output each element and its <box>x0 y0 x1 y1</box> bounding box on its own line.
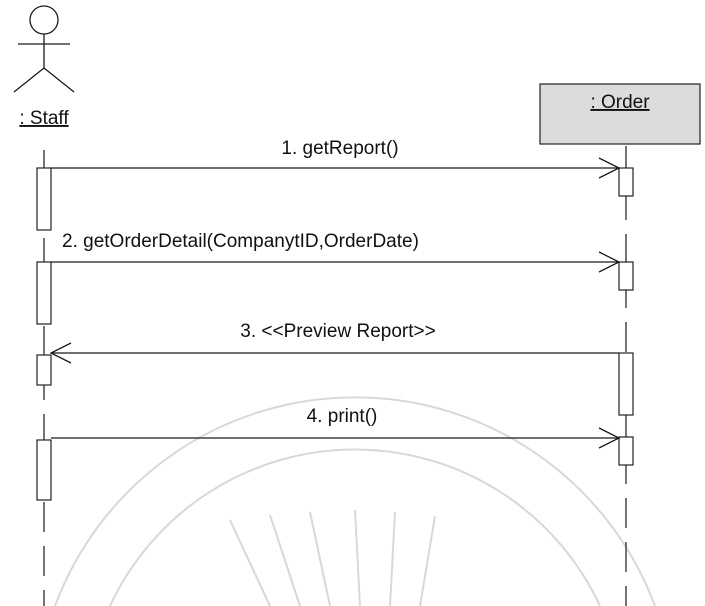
order-activation-2 <box>618 261 634 291</box>
message-4-arrow <box>51 427 621 449</box>
message-3-label: 3. <<Preview Report>> <box>240 321 435 342</box>
staff-activation-1 <box>36 167 52 231</box>
message-4-label: 4. print() <box>307 406 378 427</box>
staff-activation-4 <box>36 439 52 501</box>
message-1-label: 1. getReport() <box>281 138 398 159</box>
order-activation-4 <box>618 436 634 466</box>
staff-activation-2 <box>36 261 52 325</box>
order-activation-3 <box>618 352 634 416</box>
message-2-arrow <box>51 251 621 273</box>
order-object-box <box>539 83 701 145</box>
staff-activation-3 <box>36 354 52 386</box>
staff-participant-label: : Staff <box>19 108 69 129</box>
message-1-arrow <box>51 157 621 179</box>
message-2-label: 2. getOrderDetail(CompanytID,OrderDate) <box>62 231 419 252</box>
order-participant-label: : Order <box>590 92 650 113</box>
watermark-seal <box>54 396 656 606</box>
staff-actor-icon <box>13 5 75 93</box>
order-activation-1 <box>618 167 634 197</box>
message-3-arrow <box>49 342 619 364</box>
